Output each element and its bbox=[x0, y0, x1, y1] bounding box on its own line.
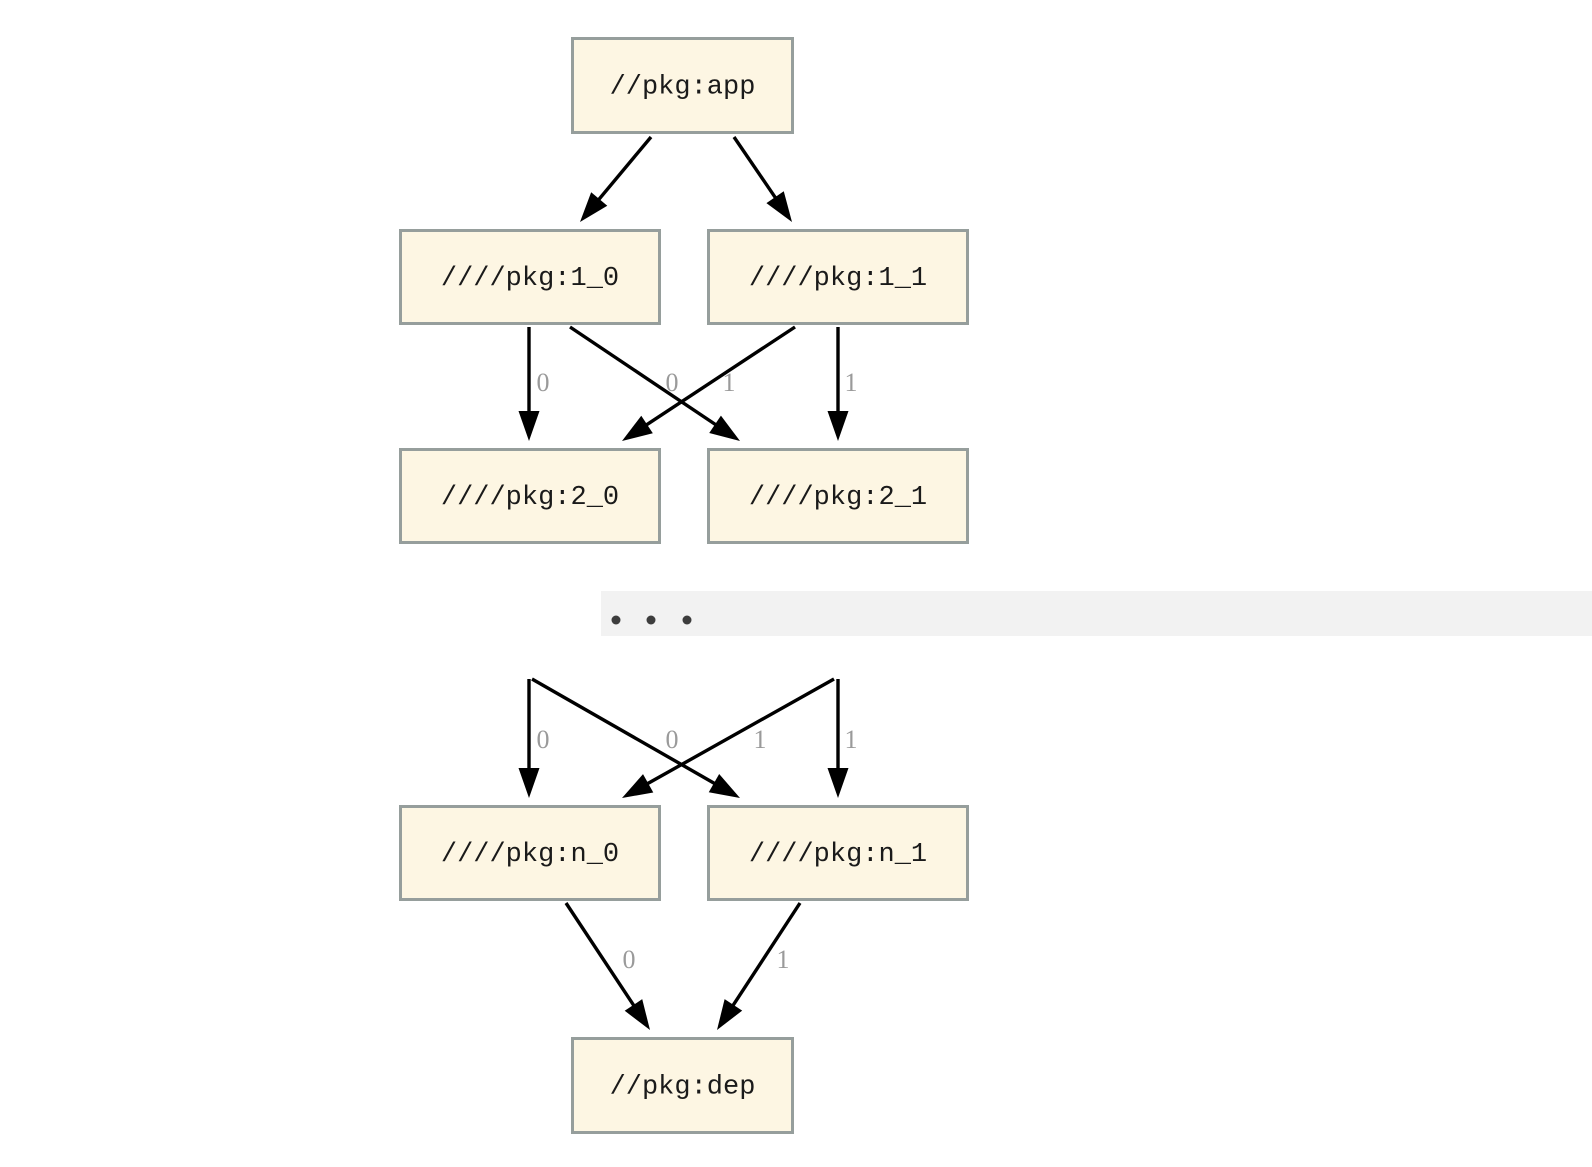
edge-label: 1 bbox=[777, 945, 790, 974]
graph-node-n1_1[interactable]: ////pkg:1_1 bbox=[707, 229, 969, 325]
edge-label: 0 bbox=[666, 725, 679, 754]
edge-line bbox=[729, 902, 802, 1010]
graph-edge: 1 bbox=[827, 327, 858, 441]
node-box[interactable] bbox=[399, 229, 661, 325]
node-label: ////pkg:2_0 bbox=[441, 483, 619, 513]
node-label: //pkg:app bbox=[610, 73, 756, 103]
edge-line bbox=[531, 677, 719, 787]
edge-arrowhead bbox=[622, 415, 653, 441]
node-label: ////pkg:1_0 bbox=[441, 264, 619, 294]
edge-arrowhead bbox=[827, 411, 849, 441]
edge-arrowhead bbox=[708, 773, 740, 798]
edge-arrowhead bbox=[622, 774, 654, 798]
graph-node-n2_0[interactable]: ////pkg:2_0 bbox=[399, 448, 661, 544]
ellipsis-dot bbox=[611, 615, 621, 625]
edge-label: 1 bbox=[723, 368, 736, 397]
edge-line bbox=[643, 677, 835, 787]
edge-label: 0 bbox=[537, 368, 550, 397]
graph-node-dep[interactable]: //pkg:dep bbox=[571, 1037, 794, 1134]
node-box[interactable] bbox=[707, 229, 969, 325]
ellipsis-band bbox=[601, 591, 1592, 636]
edge-line bbox=[595, 135, 653, 204]
node-label: ////pkg:2_1 bbox=[749, 483, 927, 513]
edge-label: 0 bbox=[666, 368, 679, 397]
node-label: ////pkg:1_1 bbox=[749, 264, 927, 294]
node-label: ////pkg:n_1 bbox=[749, 840, 927, 870]
edge-line bbox=[642, 325, 796, 429]
edge-arrowhead bbox=[827, 768, 849, 798]
edge-label: 0 bbox=[623, 945, 636, 974]
node-box[interactable] bbox=[707, 448, 969, 544]
edge-arrowhead bbox=[766, 191, 792, 222]
edge-arrowhead bbox=[580, 192, 608, 222]
edge-label: 1 bbox=[845, 368, 858, 397]
graph-edge: 0 bbox=[518, 679, 550, 798]
node-label: //pkg:dep bbox=[610, 1073, 756, 1103]
graph-edge: 1 bbox=[622, 325, 796, 441]
ellipsis-dot bbox=[682, 615, 692, 625]
ellipsis-dot bbox=[646, 615, 656, 625]
edge-arrowhead bbox=[624, 999, 650, 1030]
graph-node-n2_1[interactable]: ////pkg:2_1 bbox=[707, 448, 969, 544]
edge-arrowhead bbox=[717, 999, 743, 1030]
node-box[interactable] bbox=[399, 805, 661, 901]
graph-edge: 1 bbox=[717, 902, 802, 1030]
edge-arrowhead bbox=[709, 415, 740, 441]
edge-line bbox=[569, 325, 720, 428]
edge-label: 1 bbox=[754, 725, 767, 754]
edge-label: 0 bbox=[537, 725, 550, 754]
node-box[interactable] bbox=[399, 448, 661, 544]
edge-line bbox=[564, 902, 638, 1010]
node-box[interactable] bbox=[571, 1037, 794, 1134]
edge-label: 1 bbox=[845, 725, 858, 754]
graph-node-app[interactable]: //pkg:app bbox=[571, 37, 794, 134]
graph-edge: 0 bbox=[569, 325, 740, 441]
edge-arrowhead bbox=[518, 411, 540, 441]
node-label: ////pkg:n_0 bbox=[441, 840, 619, 870]
edge-line bbox=[732, 136, 779, 202]
graph-node-nn_0[interactable]: ////pkg:n_0 bbox=[399, 805, 661, 901]
graph-edge: 0 bbox=[518, 327, 550, 441]
graph-node-n1_0[interactable]: ////pkg:1_0 bbox=[399, 229, 661, 325]
edge-arrowhead bbox=[518, 768, 540, 798]
graph-edge bbox=[580, 135, 653, 222]
graph-node-nn_1[interactable]: ////pkg:n_1 bbox=[707, 805, 969, 901]
node-box[interactable] bbox=[707, 805, 969, 901]
graph-edge: 1 bbox=[827, 679, 858, 798]
graph-edge: 0 bbox=[564, 902, 650, 1030]
node-box[interactable] bbox=[571, 37, 794, 134]
graph-edge: 0 bbox=[531, 677, 740, 798]
graph-edge bbox=[732, 136, 792, 222]
graph-edge: 1 bbox=[622, 677, 835, 798]
